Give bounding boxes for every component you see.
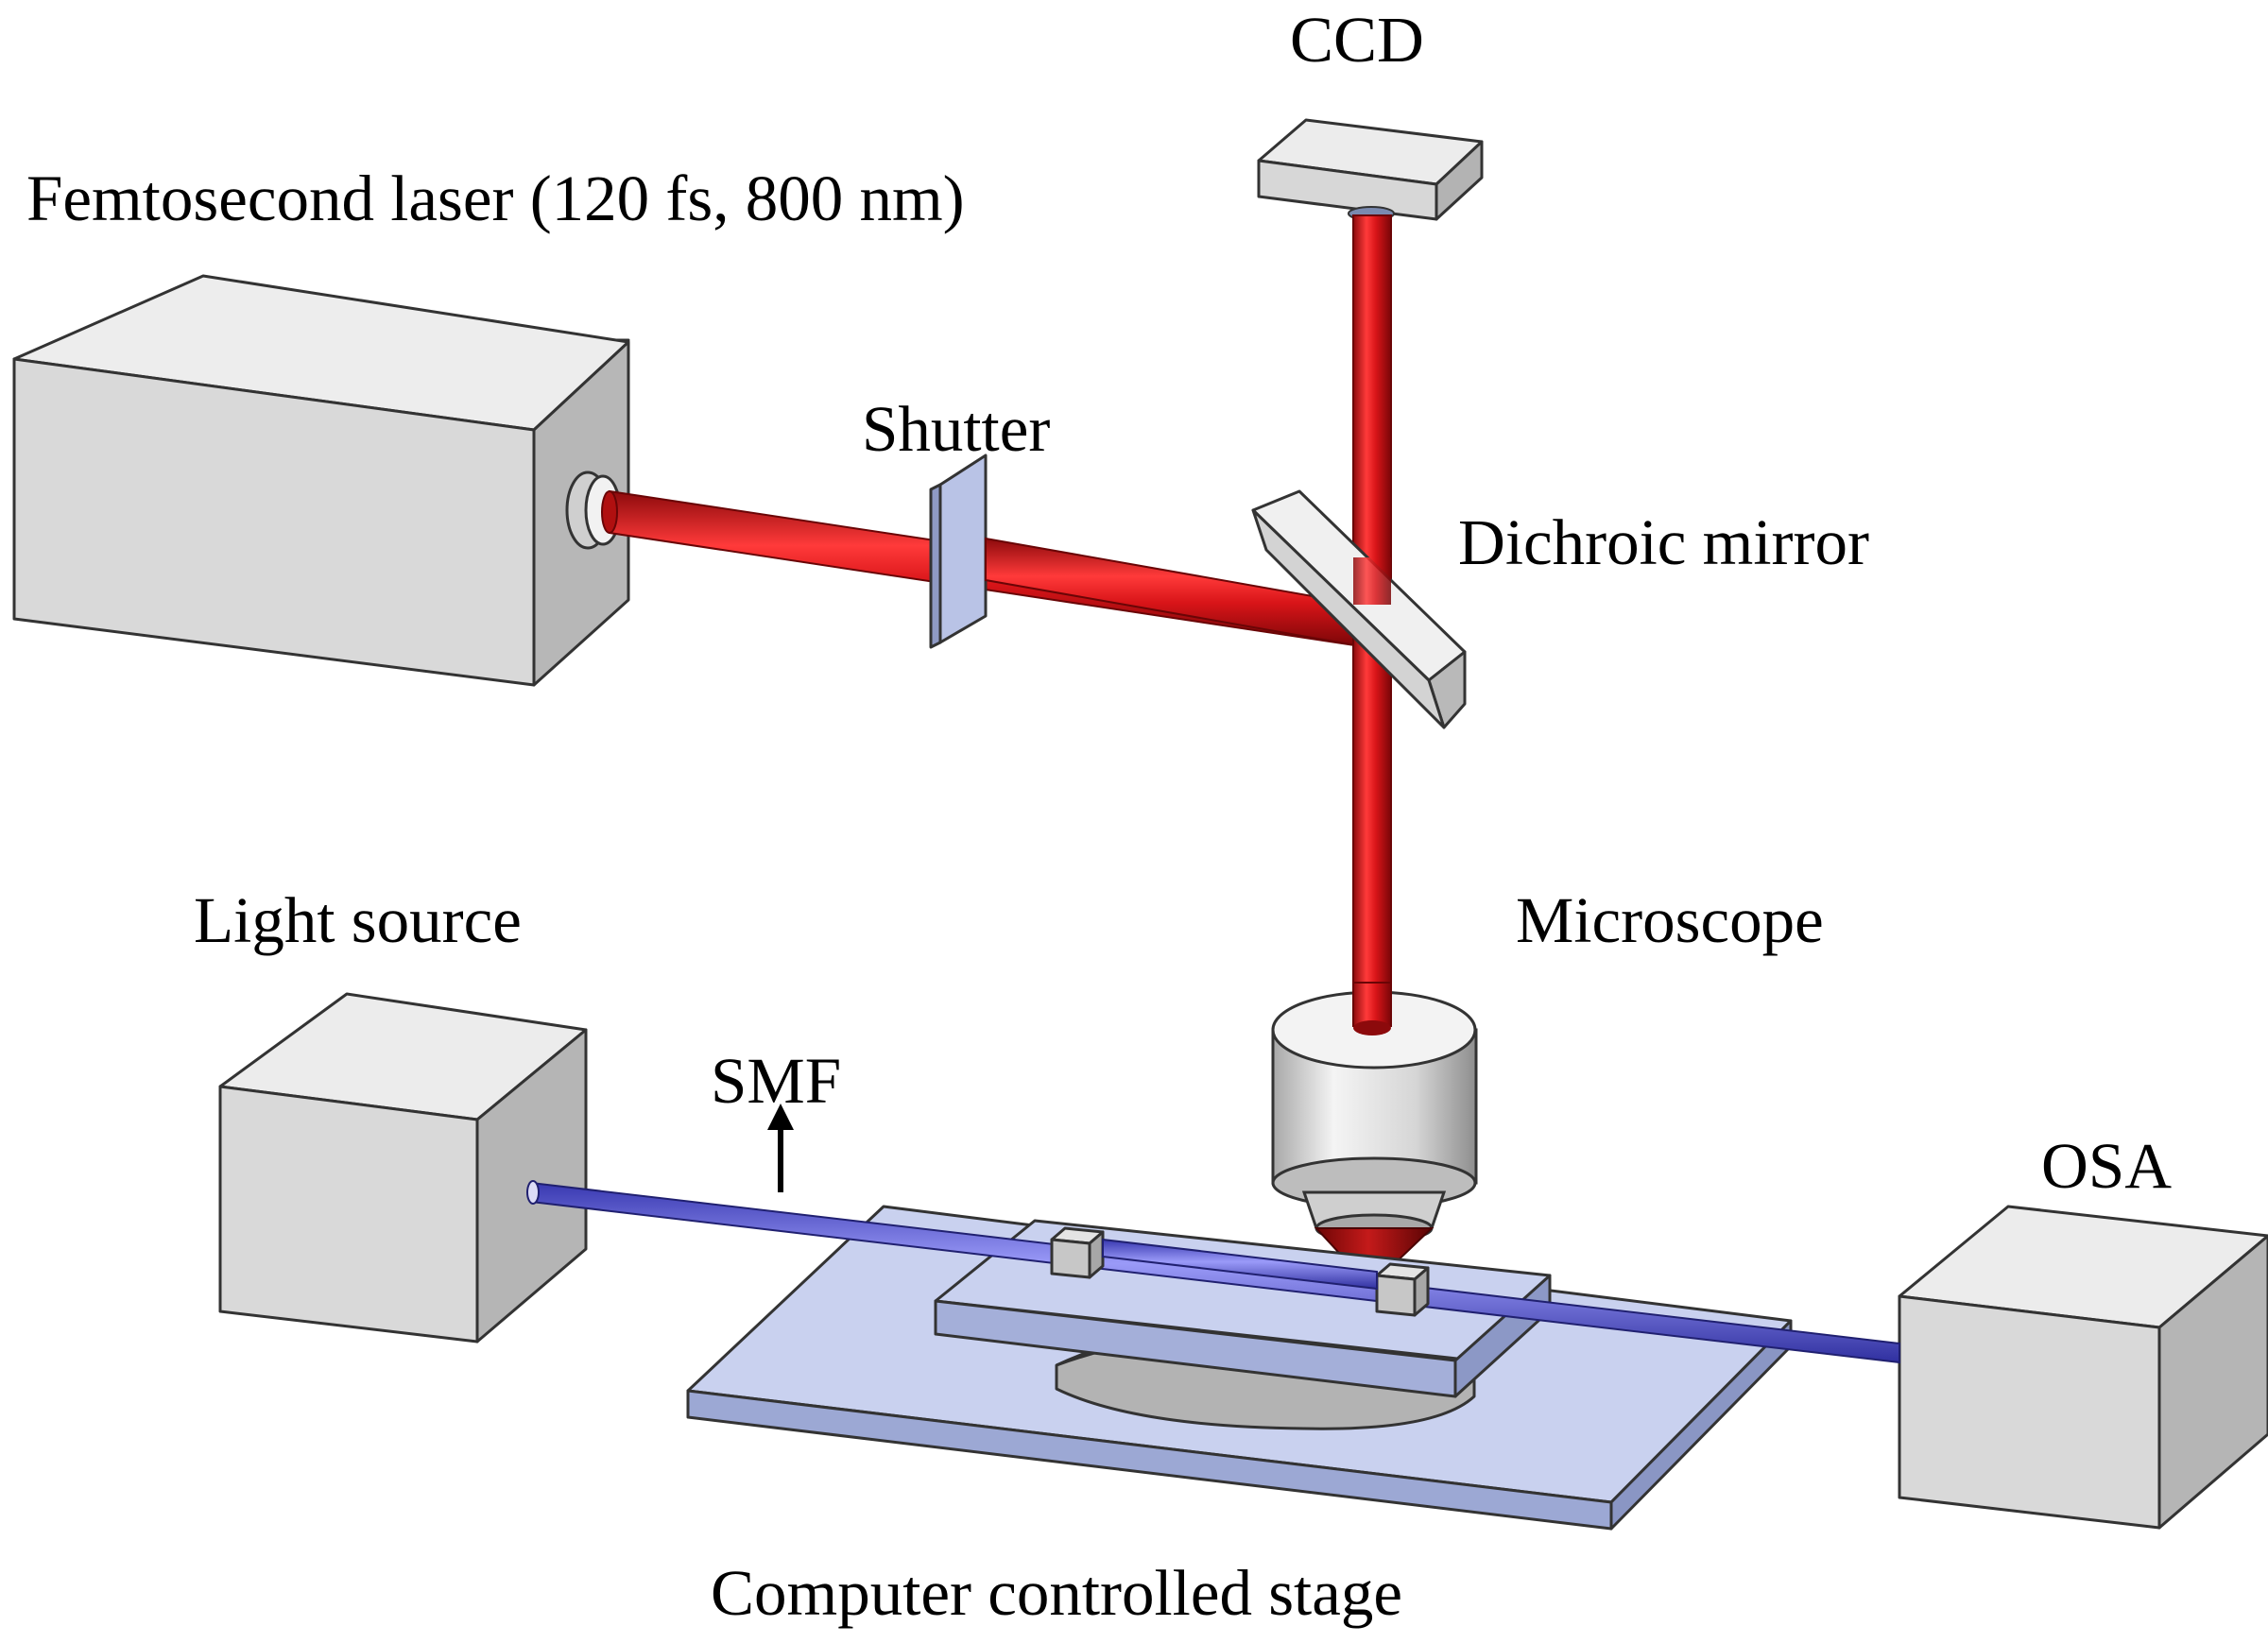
light-source-box: [218, 992, 588, 1343]
dichroic-mirror-label: Dichroic mirror: [1458, 506, 1869, 578]
microscope-label: Microscope: [1516, 884, 1824, 956]
fiber-clamp-left: [1050, 1226, 1105, 1279]
beam-into-objective: [1352, 982, 1392, 1027]
ccd-box: [1257, 118, 1484, 221]
microscope-objective: [1271, 990, 1478, 1243]
smf-arrow: [767, 1104, 794, 1192]
laser-beam-lower: [1352, 604, 1392, 1021]
laser-beam-upper: [1352, 214, 1392, 590]
shutter-plate: [929, 454, 988, 649]
laser-label: Femtosecond laser (120 fs, 800 nm): [26, 163, 965, 234]
beam-through-mirror: [1353, 557, 1391, 605]
beam-start: [601, 490, 618, 534]
fiber-clamp-right: [1375, 1262, 1430, 1317]
ccd-label: CCD: [1290, 4, 1424, 76]
osa-box: [1898, 1205, 2268, 1530]
light-source-label: Light source: [194, 884, 522, 956]
smf-label: SMF: [711, 1045, 842, 1117]
fiber-end: [526, 1180, 540, 1205]
stage-label: Computer controlled stage: [711, 1557, 1402, 1629]
shutter-label: Shutter: [862, 393, 1051, 465]
osa-label: OSA: [2041, 1130, 2173, 1202]
beam-entry-spot: [1353, 1020, 1391, 1035]
femtosecond-laser-box: [12, 274, 630, 687]
fiber-between-clamps: [1102, 1238, 1378, 1291]
